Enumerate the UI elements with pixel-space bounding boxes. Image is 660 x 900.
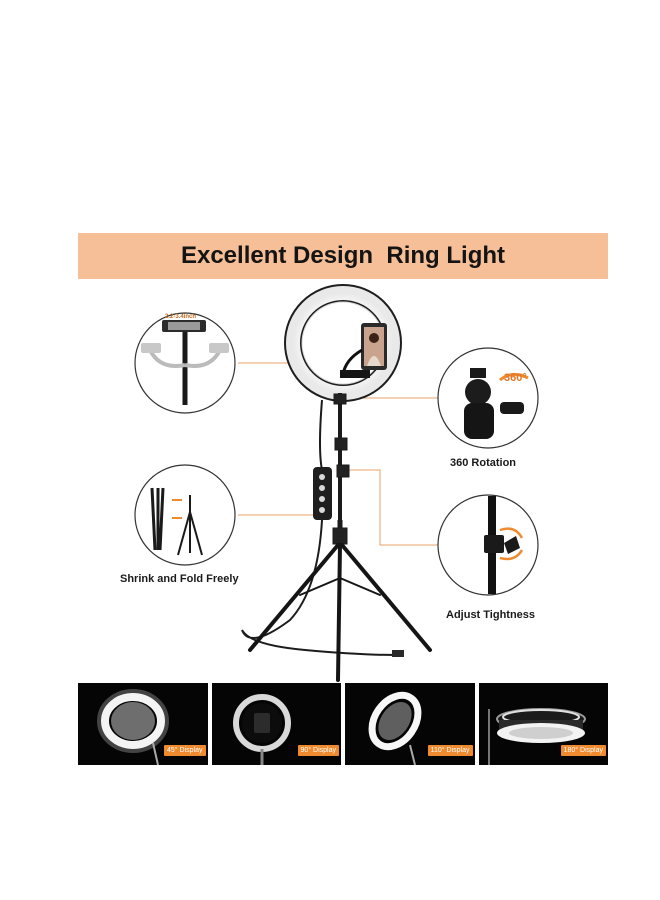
display-label: 45° Display: [164, 745, 206, 756]
title-banner: Excellent Design Ring Light: [78, 233, 608, 279]
display-panel-180: 180° Display: [478, 683, 608, 765]
ring-90-illustration: [232, 694, 291, 765]
folded-tripod-detail: [134, 464, 236, 566]
rotation-caption: 360 Rotation: [450, 457, 517, 469]
light-pole: [332, 393, 350, 545]
fold-caption: Shrink and Fold Freely: [120, 573, 239, 585]
phone-clip-size-label: 2.2-3.4inch: [165, 314, 197, 320]
ring-45-illustration: [97, 689, 169, 765]
rotation-badge: 360°: [504, 372, 527, 384]
ball-head-detail: [437, 347, 539, 449]
display-label: 180° Display: [560, 745, 606, 756]
display-modes-strip: 45° Display 90° Display 110° Display 180…: [78, 683, 608, 765]
ring-110-illustration: [368, 691, 422, 765]
banner-title: Excellent Design Ring Light: [180, 242, 506, 269]
tightness-caption: Adjust Tightness: [446, 609, 536, 621]
display-label: 90° Display: [297, 745, 339, 756]
display-panel-110: 110° Display: [345, 683, 475, 765]
display-panel-45: 45° Display: [78, 683, 208, 765]
display-label: 110° Display: [427, 745, 473, 756]
tripod-legs: [248, 543, 432, 682]
phone-in-ring: [340, 323, 387, 378]
phone-clip-detail: [134, 312, 236, 414]
display-panel-90: 90° Display: [211, 683, 341, 765]
ring-180-illustration: [487, 708, 586, 765]
tightness-knob-detail: [437, 494, 539, 596]
